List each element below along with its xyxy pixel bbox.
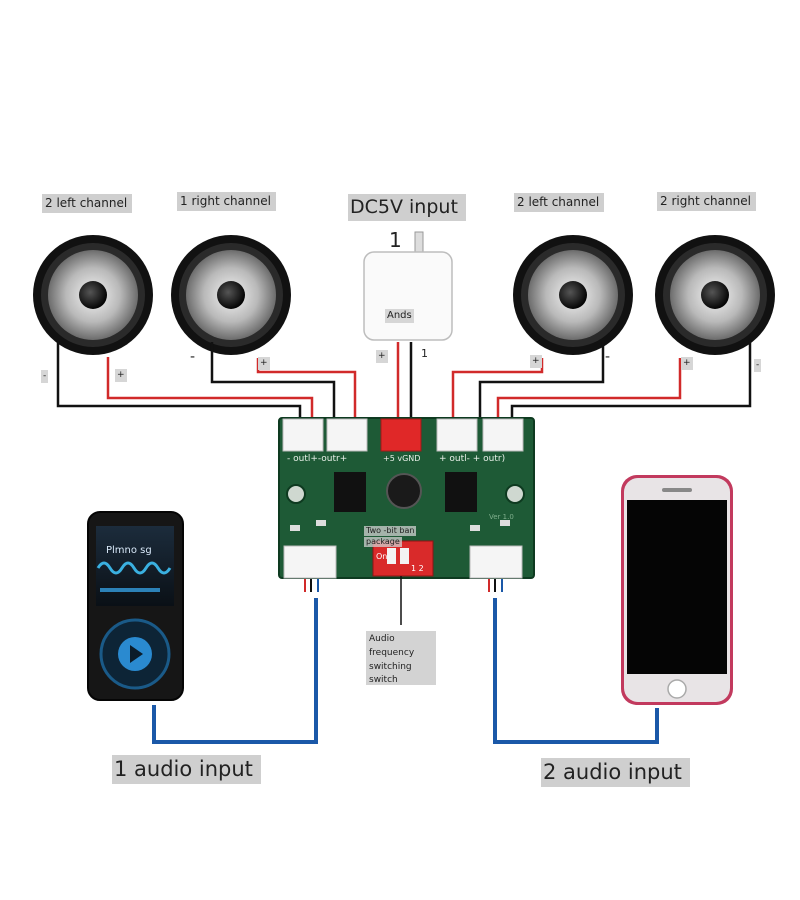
- switch-note-line-1: Audio: [369, 634, 395, 644]
- dip-switch-numbers: 1 2: [411, 564, 424, 573]
- audio-cables: [152, 598, 659, 744]
- speaker-4-plus: +: [681, 357, 693, 370]
- speaker-3-minus: -: [605, 349, 611, 365]
- board-right-connector-label: + outl- + outr): [439, 454, 506, 464]
- adapter-brand-label: Ands: [385, 309, 414, 323]
- power-pin: 1: [421, 347, 428, 360]
- power-plus: +: [376, 350, 388, 363]
- board-version: Ver 1.0: [489, 513, 514, 521]
- speaker-3-label: 2 left channel: [514, 193, 605, 212]
- adapter-pin-label: 1: [389, 228, 402, 252]
- board-left-connector-label: - outl+-outr+: [287, 454, 348, 464]
- audio-input-1-label: 1 audio input: [112, 755, 261, 784]
- speaker-2-label: 1 right channel: [177, 192, 276, 211]
- power-adapter: [363, 231, 453, 341]
- dip-switch-label-line-1: Two -bit ban: [364, 526, 417, 536]
- cable-plugs: [304, 578, 503, 592]
- speaker-1-plus: +: [115, 369, 127, 382]
- speaker-3-plus: +: [530, 355, 542, 368]
- speaker-1-minus: -: [41, 370, 49, 383]
- board-power-connector-label: +5 vGND: [383, 454, 421, 463]
- speaker-4-label: 2 right channel: [657, 192, 756, 211]
- speaker-1: [33, 235, 153, 355]
- amplifier-board: [278, 417, 535, 579]
- dip-switch-label-line-2: package: [364, 537, 402, 547]
- switch-note-line-3: switching: [369, 662, 412, 672]
- speaker-4-minus: -: [754, 359, 762, 372]
- speaker-3: [513, 235, 633, 355]
- speaker-2-minus: -: [190, 349, 196, 365]
- player-screen-text: Plmno sg: [106, 545, 152, 556]
- switch-note-box: Audio frequency switching switch: [366, 631, 436, 685]
- speaker-4: [655, 235, 775, 355]
- power-input-label: DC5V input: [348, 194, 466, 221]
- switch-note-line-4: switch: [369, 675, 398, 685]
- switch-note-line-2: frequency: [369, 648, 415, 658]
- speaker-wires: [56, 340, 752, 420]
- speaker-2: [171, 235, 291, 355]
- speaker-2-plus: +: [258, 357, 270, 370]
- dip-switch-on: On: [376, 552, 388, 561]
- speaker-1-label: 2 left channel: [42, 194, 133, 213]
- mp3-player: [87, 511, 184, 701]
- audio-input-2-label: 2 audio input: [541, 758, 690, 787]
- smartphone: [621, 475, 733, 705]
